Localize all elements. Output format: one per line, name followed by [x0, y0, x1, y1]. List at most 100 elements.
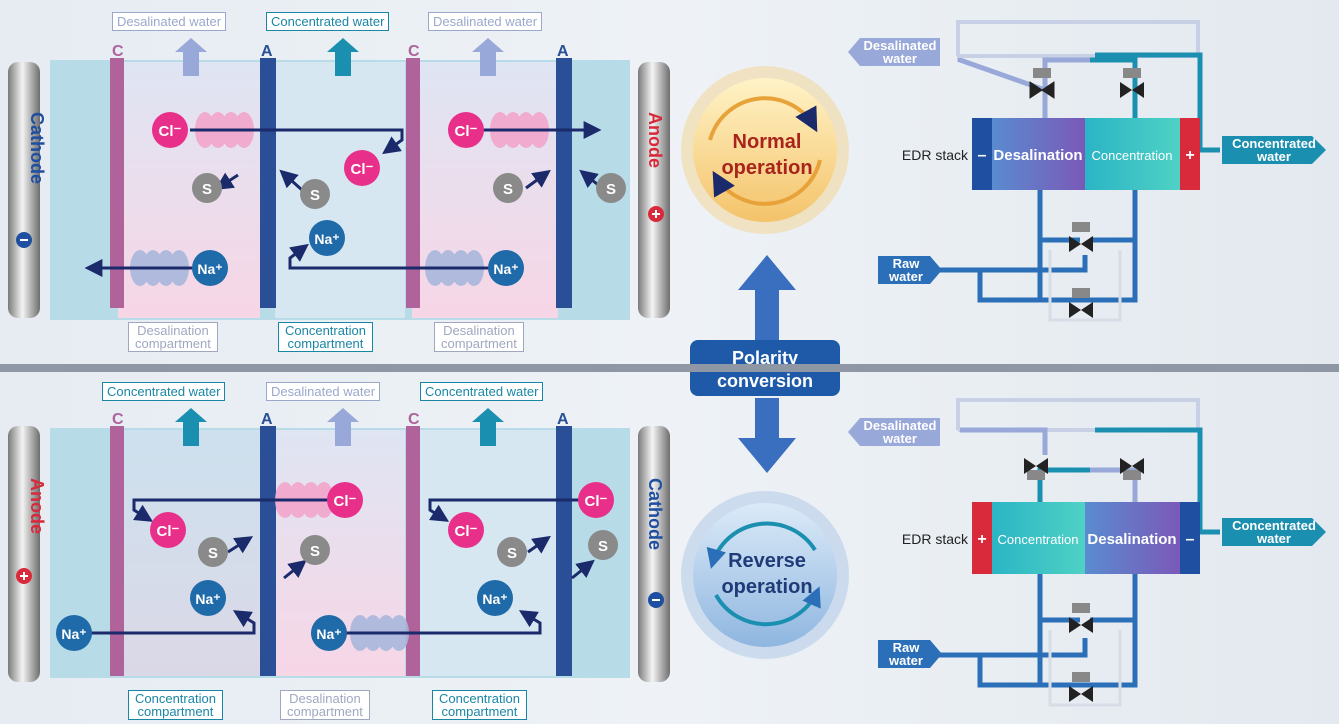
flow-diagram-bottom: + – Concentration Desalination EDR stack…	[848, 398, 1326, 707]
top-outlet-label-3: Desalinated water	[428, 12, 543, 31]
membrane-label-c: C	[112, 411, 124, 428]
cation-membrane	[110, 58, 124, 308]
svg-text:S: S	[310, 187, 320, 204]
anode-electrode	[638, 62, 670, 318]
concentrated-label-line1: Concentrated	[1232, 136, 1316, 151]
stack-pole-right: –	[1186, 531, 1195, 548]
chloride-ion: Cl⁻	[448, 112, 484, 148]
sodium-ion: Na⁺	[56, 615, 92, 651]
svg-text:Na⁺: Na⁺	[482, 591, 507, 607]
bottom-compartment-1: Concentration compartment	[128, 690, 223, 720]
membrane-label-a: A	[261, 411, 273, 428]
sodium-ion: Na⁺	[477, 580, 513, 616]
bottom-right-electrode-label: Cathode	[645, 478, 665, 550]
desalinated-label-line2: water	[882, 51, 917, 66]
edr-stack-label: EDR stack	[902, 531, 969, 547]
concentrated-outlet-tag	[1222, 518, 1326, 546]
stack-cell-left: Desalination	[993, 147, 1082, 164]
anode-electrode	[8, 426, 40, 682]
top-compartment-3: Desalination compartment	[434, 322, 524, 352]
chloride-ion: Cl⁻	[448, 512, 484, 548]
membrane-label-c: C	[112, 43, 124, 60]
concentrated-label-line1: Concentrated	[1232, 518, 1316, 533]
bottom-compartment-2: Desalination compartment	[280, 690, 370, 720]
membrane-label-c: C	[408, 43, 420, 60]
outlet-arrow	[472, 38, 504, 76]
sodium-ion: Na⁺	[309, 220, 345, 256]
stack-pole-right: +	[1185, 147, 1194, 164]
raw-water-tag	[878, 256, 942, 284]
neutral-solute: S	[497, 537, 527, 567]
chloride-ion: Cl⁻	[152, 112, 188, 148]
concentrated-label-line2: water	[1256, 531, 1291, 546]
svg-text:Cl⁻: Cl⁻	[585, 493, 608, 510]
valve-icon	[1024, 458, 1048, 480]
bottom-left-electrode-label: Anode	[27, 478, 47, 534]
sodium-ion: Na⁺	[190, 580, 226, 616]
chloride-ion: Cl⁻	[344, 150, 380, 186]
valve-icon	[1029, 68, 1055, 99]
svg-text:Cl⁻: Cl⁻	[455, 523, 478, 540]
desalinated-outlet-tag	[848, 38, 940, 66]
raw-water-tag	[878, 640, 942, 668]
anion-membrane	[260, 426, 276, 676]
chloride-ion: Cl⁻	[150, 512, 186, 548]
anion-membrane	[260, 58, 276, 308]
sodium-ion: Na⁺	[192, 250, 228, 286]
flow-diagram-top: – + Desalination Concentration EDR stack…	[848, 20, 1326, 322]
svg-text:S: S	[507, 545, 517, 562]
top-compartment-2: Concentration compartment	[278, 322, 373, 352]
neutral-solute: S	[493, 173, 523, 203]
top-outlet-label-1: Desalinated water	[112, 12, 227, 31]
stack-cell-left: Concentration	[998, 532, 1079, 547]
reverse-operation-line2: operation	[721, 576, 812, 598]
svg-text:Cl⁻: Cl⁻	[455, 123, 478, 140]
sodium-ion: Na⁺	[311, 615, 347, 651]
raw-label-line2: water	[888, 653, 923, 668]
cation-membrane	[110, 426, 124, 676]
neutral-solute: S	[300, 179, 330, 209]
svg-text:Cl⁻: Cl⁻	[334, 493, 357, 510]
valve-icon	[1120, 458, 1144, 480]
polarity-line2: conversion	[717, 371, 813, 391]
neutral-solute: S	[596, 173, 626, 203]
valve-icon	[1069, 603, 1093, 633]
concentrated-outlet-tag	[1222, 136, 1326, 164]
svg-text:Cl⁻: Cl⁻	[159, 123, 182, 140]
membrane-label-a: A	[557, 43, 569, 60]
membrane-label-c: C	[408, 411, 420, 428]
stack-cell-right: Concentration	[1092, 148, 1173, 163]
valve-icon	[1069, 288, 1093, 318]
stack-pole-left: –	[978, 147, 987, 164]
reverse-operation-line1: Reverse	[728, 550, 806, 572]
anion-membrane	[556, 58, 572, 308]
svg-text:S: S	[310, 543, 320, 560]
svg-text:Na⁺: Na⁺	[314, 231, 339, 247]
polarity-line1: Polarity	[732, 348, 798, 368]
svg-text:Cl⁻: Cl⁻	[157, 523, 180, 540]
svg-text:Na⁺: Na⁺	[197, 261, 222, 277]
normal-operation-line2: operation	[721, 157, 812, 179]
valve-icon	[1069, 672, 1093, 702]
chloride-ion: Cl⁻	[327, 482, 363, 518]
svg-text:Na⁺: Na⁺	[316, 626, 341, 642]
cathode-electrode	[8, 62, 40, 318]
normal-operation-badge: Normal operation	[681, 66, 849, 234]
neutral-solute: S	[192, 173, 222, 203]
bottom-outlet-label-1: Concentrated water	[102, 382, 226, 401]
desalinated-label-line1: Desalinated	[864, 38, 937, 53]
outlet-arrow	[472, 408, 504, 446]
stack-pole-left: +	[977, 531, 986, 548]
outlet-arrow	[175, 408, 207, 446]
svg-text:S: S	[503, 181, 513, 198]
neutral-solute: S	[300, 535, 330, 565]
raw-label-line2: water	[888, 269, 923, 284]
raw-label-line1: Raw	[893, 256, 921, 271]
desalinated-outlet-tag	[848, 418, 940, 446]
svg-text:S: S	[202, 181, 212, 198]
chloride-ion: Cl⁻	[578, 482, 614, 518]
valve-icon	[1069, 222, 1093, 252]
top-left-electrode-label: Cathode	[27, 112, 47, 184]
bottom-cell: C A C A Cl⁻ Cl⁻ Cl⁻ Cl⁻ S S S S	[8, 408, 670, 682]
